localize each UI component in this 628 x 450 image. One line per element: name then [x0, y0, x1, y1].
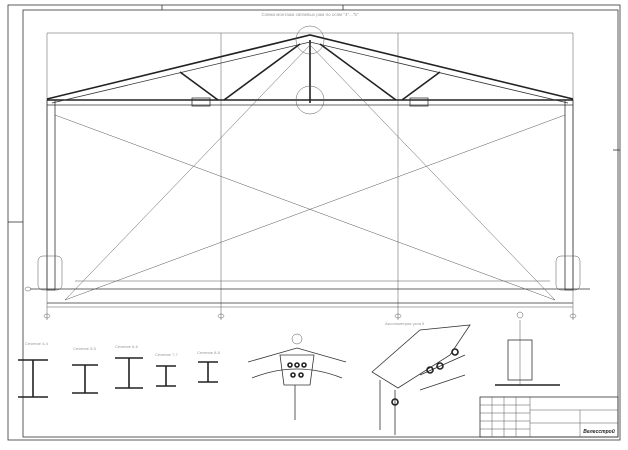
axis-grid — [24, 32, 590, 320]
section-label: Сечение 4-4 — [25, 341, 49, 346]
sheet-frame — [7, 4, 621, 441]
drawing-title: Схема монтажа связевых рам по осям "4"..… — [261, 12, 358, 17]
section-label: Сечение 5-5 — [73, 346, 97, 351]
title-block: Велесстрой — [479, 396, 619, 438]
axonometry-label: Аксонометрия узла 9 — [385, 321, 425, 326]
cross-bracing — [54, 44, 566, 301]
section-label: Сечение 6-6 — [115, 344, 139, 349]
section-label: Сечение 8-8 — [197, 350, 221, 355]
ridge-node-detail — [247, 333, 347, 420]
portal-frame — [37, 25, 581, 291]
axonometric-node — [371, 324, 471, 435]
section-label: Сечение 7-7 — [155, 352, 179, 357]
section-details — [18, 357, 218, 398]
company-logo: Велесстрой — [583, 428, 615, 435]
column-base-detail — [495, 311, 560, 386]
